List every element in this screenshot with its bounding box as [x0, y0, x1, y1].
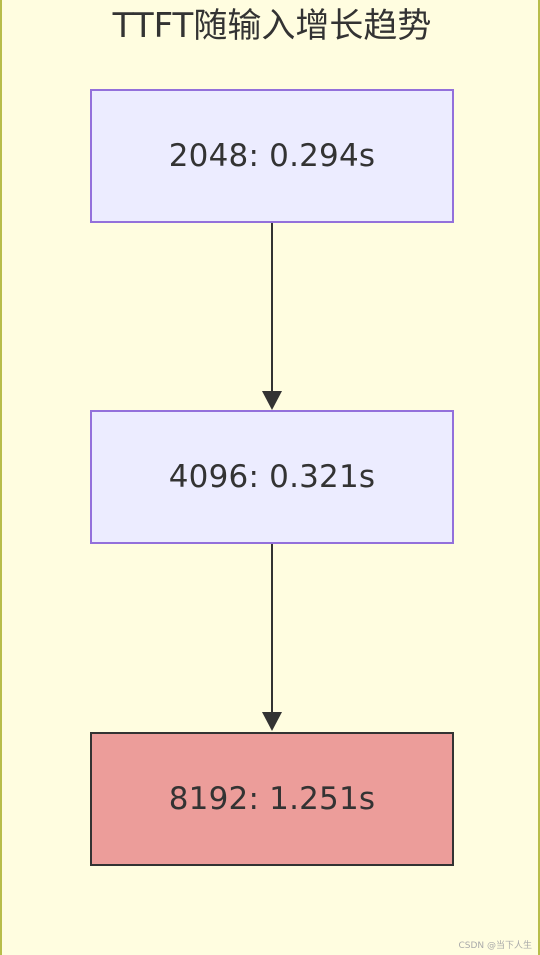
node-8192: 8192: 1.251s: [90, 732, 454, 866]
node-4096: 4096: 0.321s: [90, 410, 454, 544]
arrow-head-icon: [262, 712, 282, 731]
edge-n1-n2: [262, 223, 282, 410]
node-label: 4096: 0.321s: [168, 459, 376, 495]
edge-n2-n3: [262, 544, 282, 731]
node-label: 2048: 0.294s: [168, 138, 376, 174]
node-2048: 2048: 0.294s: [90, 89, 454, 223]
watermark: CSDN @当下人生: [458, 941, 532, 951]
node-label: 8192: 1.251s: [168, 781, 376, 817]
diagram-title: TTFT随输入增长趋势: [112, 6, 432, 46]
arrow-head-icon: [262, 391, 282, 410]
